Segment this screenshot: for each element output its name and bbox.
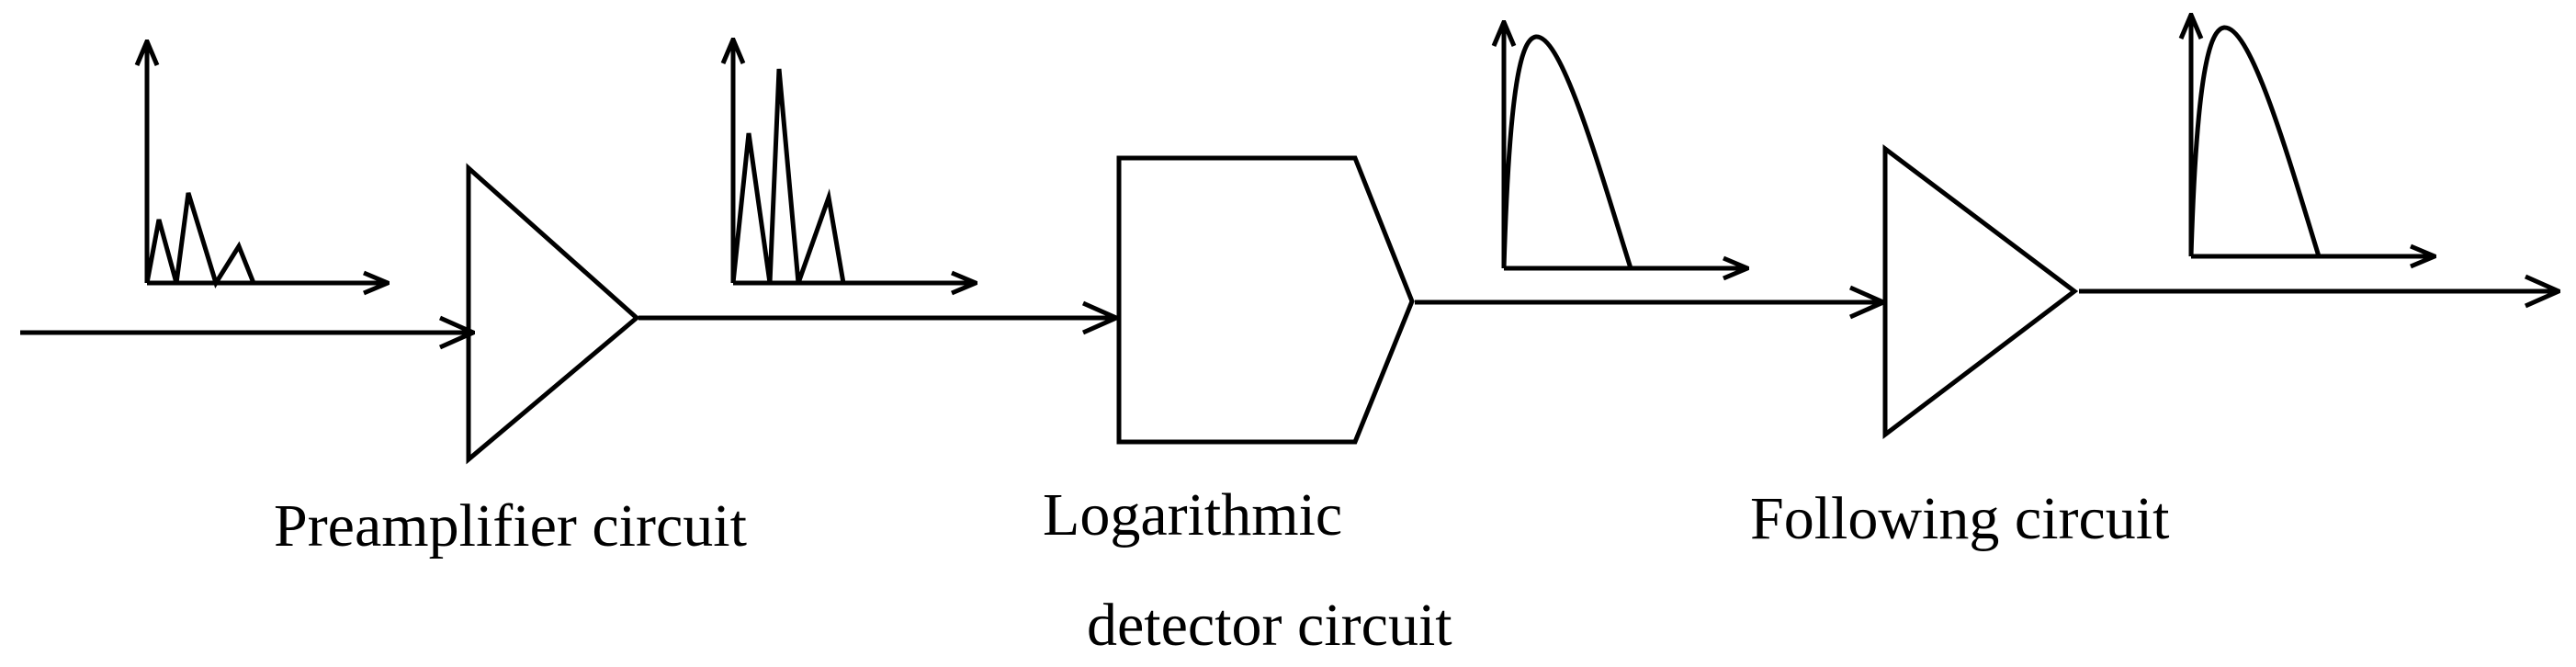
input-waveform-graph — [147, 41, 388, 283]
logarithmic-detector-block — [1116, 155, 1415, 445]
output-waveform-graph — [2191, 15, 2435, 256]
following-circuit-label: Following circuit — [1750, 485, 2170, 552]
logarithmic-label-line2: detector circuit — [1087, 592, 1452, 659]
following-circuit-triangle — [1882, 143, 2079, 440]
logarithmic-label-line1: Logarithmic — [1043, 481, 1343, 548]
amplified-waveform-graph — [733, 40, 976, 283]
detector-waveform-graph — [1504, 22, 1747, 268]
preamplifier-label: Preamplifier circuit — [274, 492, 747, 560]
preamplifier-triangle — [466, 163, 640, 465]
